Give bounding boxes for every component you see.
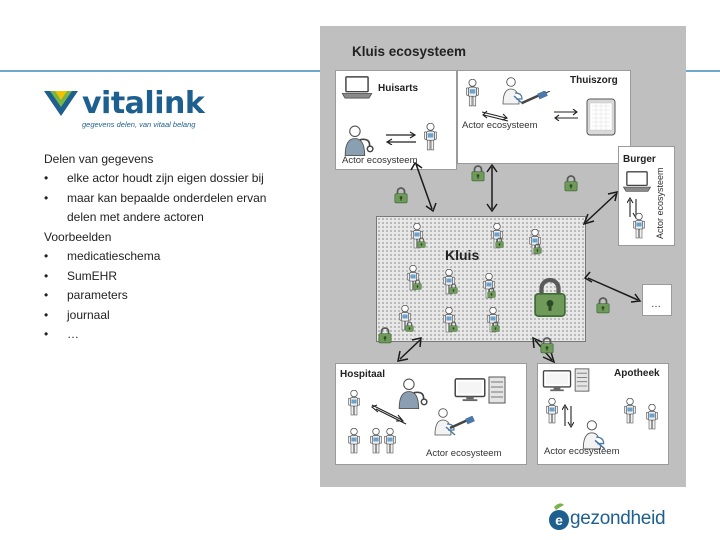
actor-ecosystem-label: Actor ecosysteem xyxy=(544,446,620,457)
server-icon xyxy=(488,376,506,404)
kluis-ecosystem-diagram: Kluis ecosysteem Huisarts Actor ecosyste… xyxy=(320,26,686,487)
exchange-arrow-icon xyxy=(370,404,407,425)
list-item: parameters xyxy=(44,286,279,306)
kluis-label: Kluis xyxy=(445,247,480,263)
kluis-vault: Kluis xyxy=(376,216,586,342)
egezondheid-logo: e gezondheid xyxy=(548,503,688,537)
connection-arrows xyxy=(397,161,642,364)
gezondheid-wordmark: gezondheid xyxy=(570,508,666,529)
actor-label-burger: Burger xyxy=(623,154,656,165)
actor-box-huisarts: Huisarts Actor ecosysteem xyxy=(335,70,457,170)
actor-box-apotheek: Apotheek Actor ecosysteem xyxy=(537,363,669,465)
actor-box-hospitaal: Hospitaal Actor ecosysteem xyxy=(335,363,527,465)
list-item: SumEHR xyxy=(44,267,279,287)
list-item: maar kan bepaalde onderdelen ervan delen… xyxy=(44,189,279,228)
actor-ecosystem-label: Actor ecosysteem xyxy=(342,155,418,166)
more-actors-label: … xyxy=(651,299,661,310)
lock-icon xyxy=(540,336,554,354)
lock-icon xyxy=(564,174,578,192)
list-item: … xyxy=(44,325,279,345)
heading-examples: Voorbeelden xyxy=(44,229,112,244)
logo-tagline: gegevens delen, van vitaal belang xyxy=(82,120,196,129)
lock-icon xyxy=(471,164,485,182)
vitalink-logo: vitalink gegevens delen, van vitaal bela… xyxy=(42,86,212,136)
actor-label-thuiszorg: Thuiszorg xyxy=(570,75,618,86)
actor-label-hospitaal: Hospitaal xyxy=(340,369,386,380)
exchange-arrow-icon xyxy=(627,197,639,219)
vitalink-heart-icon xyxy=(44,91,78,116)
syringe-icon xyxy=(521,91,551,105)
logo-wordmark: vitalink xyxy=(82,86,205,121)
lock-icon xyxy=(378,326,392,344)
heading-sharing: Delen van gegevens xyxy=(44,152,154,166)
syringe-icon xyxy=(449,416,475,430)
e-logo-letter: e xyxy=(555,512,563,528)
exchange-arrow-icon xyxy=(554,109,578,121)
actor-box-more: … xyxy=(642,284,672,316)
lock-icon xyxy=(596,296,610,314)
lock-icon xyxy=(394,186,408,204)
list-item: elke actor houdt zijn eigen dossier bij xyxy=(44,169,279,189)
actor-label-apotheek: Apotheek xyxy=(614,368,660,379)
server-icon xyxy=(574,368,590,392)
diagram-title: Kluis ecosysteem xyxy=(352,44,467,59)
list-item: medicatieschema xyxy=(44,247,279,267)
exchange-arrow-icon xyxy=(481,110,509,122)
exchange-arrow-icon xyxy=(562,404,574,428)
actor-ecosystem-label: Actor ecosysteem xyxy=(462,120,538,131)
e-logo-icon: e xyxy=(549,503,569,530)
actor-box-burger: Burger Actor ecosysteem xyxy=(618,146,675,246)
actor-label-huisarts: Huisarts xyxy=(378,83,419,94)
actor-box-thuiszorg: Thuiszorg Actor ecosysteem xyxy=(457,70,631,164)
list-item: journaal xyxy=(44,306,279,326)
exchange-arrow-icon xyxy=(385,131,417,145)
slide-text: Delen van gegevens elke actor houdt zijn… xyxy=(44,150,279,345)
actor-ecosystem-label: Actor ecosysteem xyxy=(426,448,502,459)
